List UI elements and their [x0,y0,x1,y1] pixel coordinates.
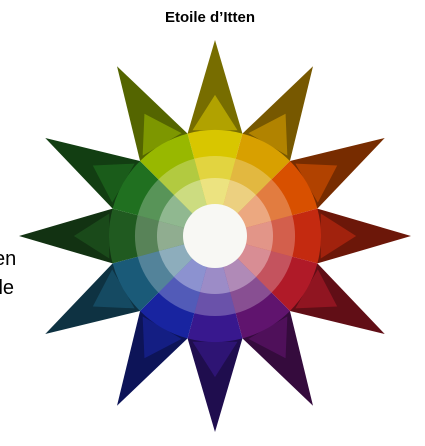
star-center [183,204,247,268]
